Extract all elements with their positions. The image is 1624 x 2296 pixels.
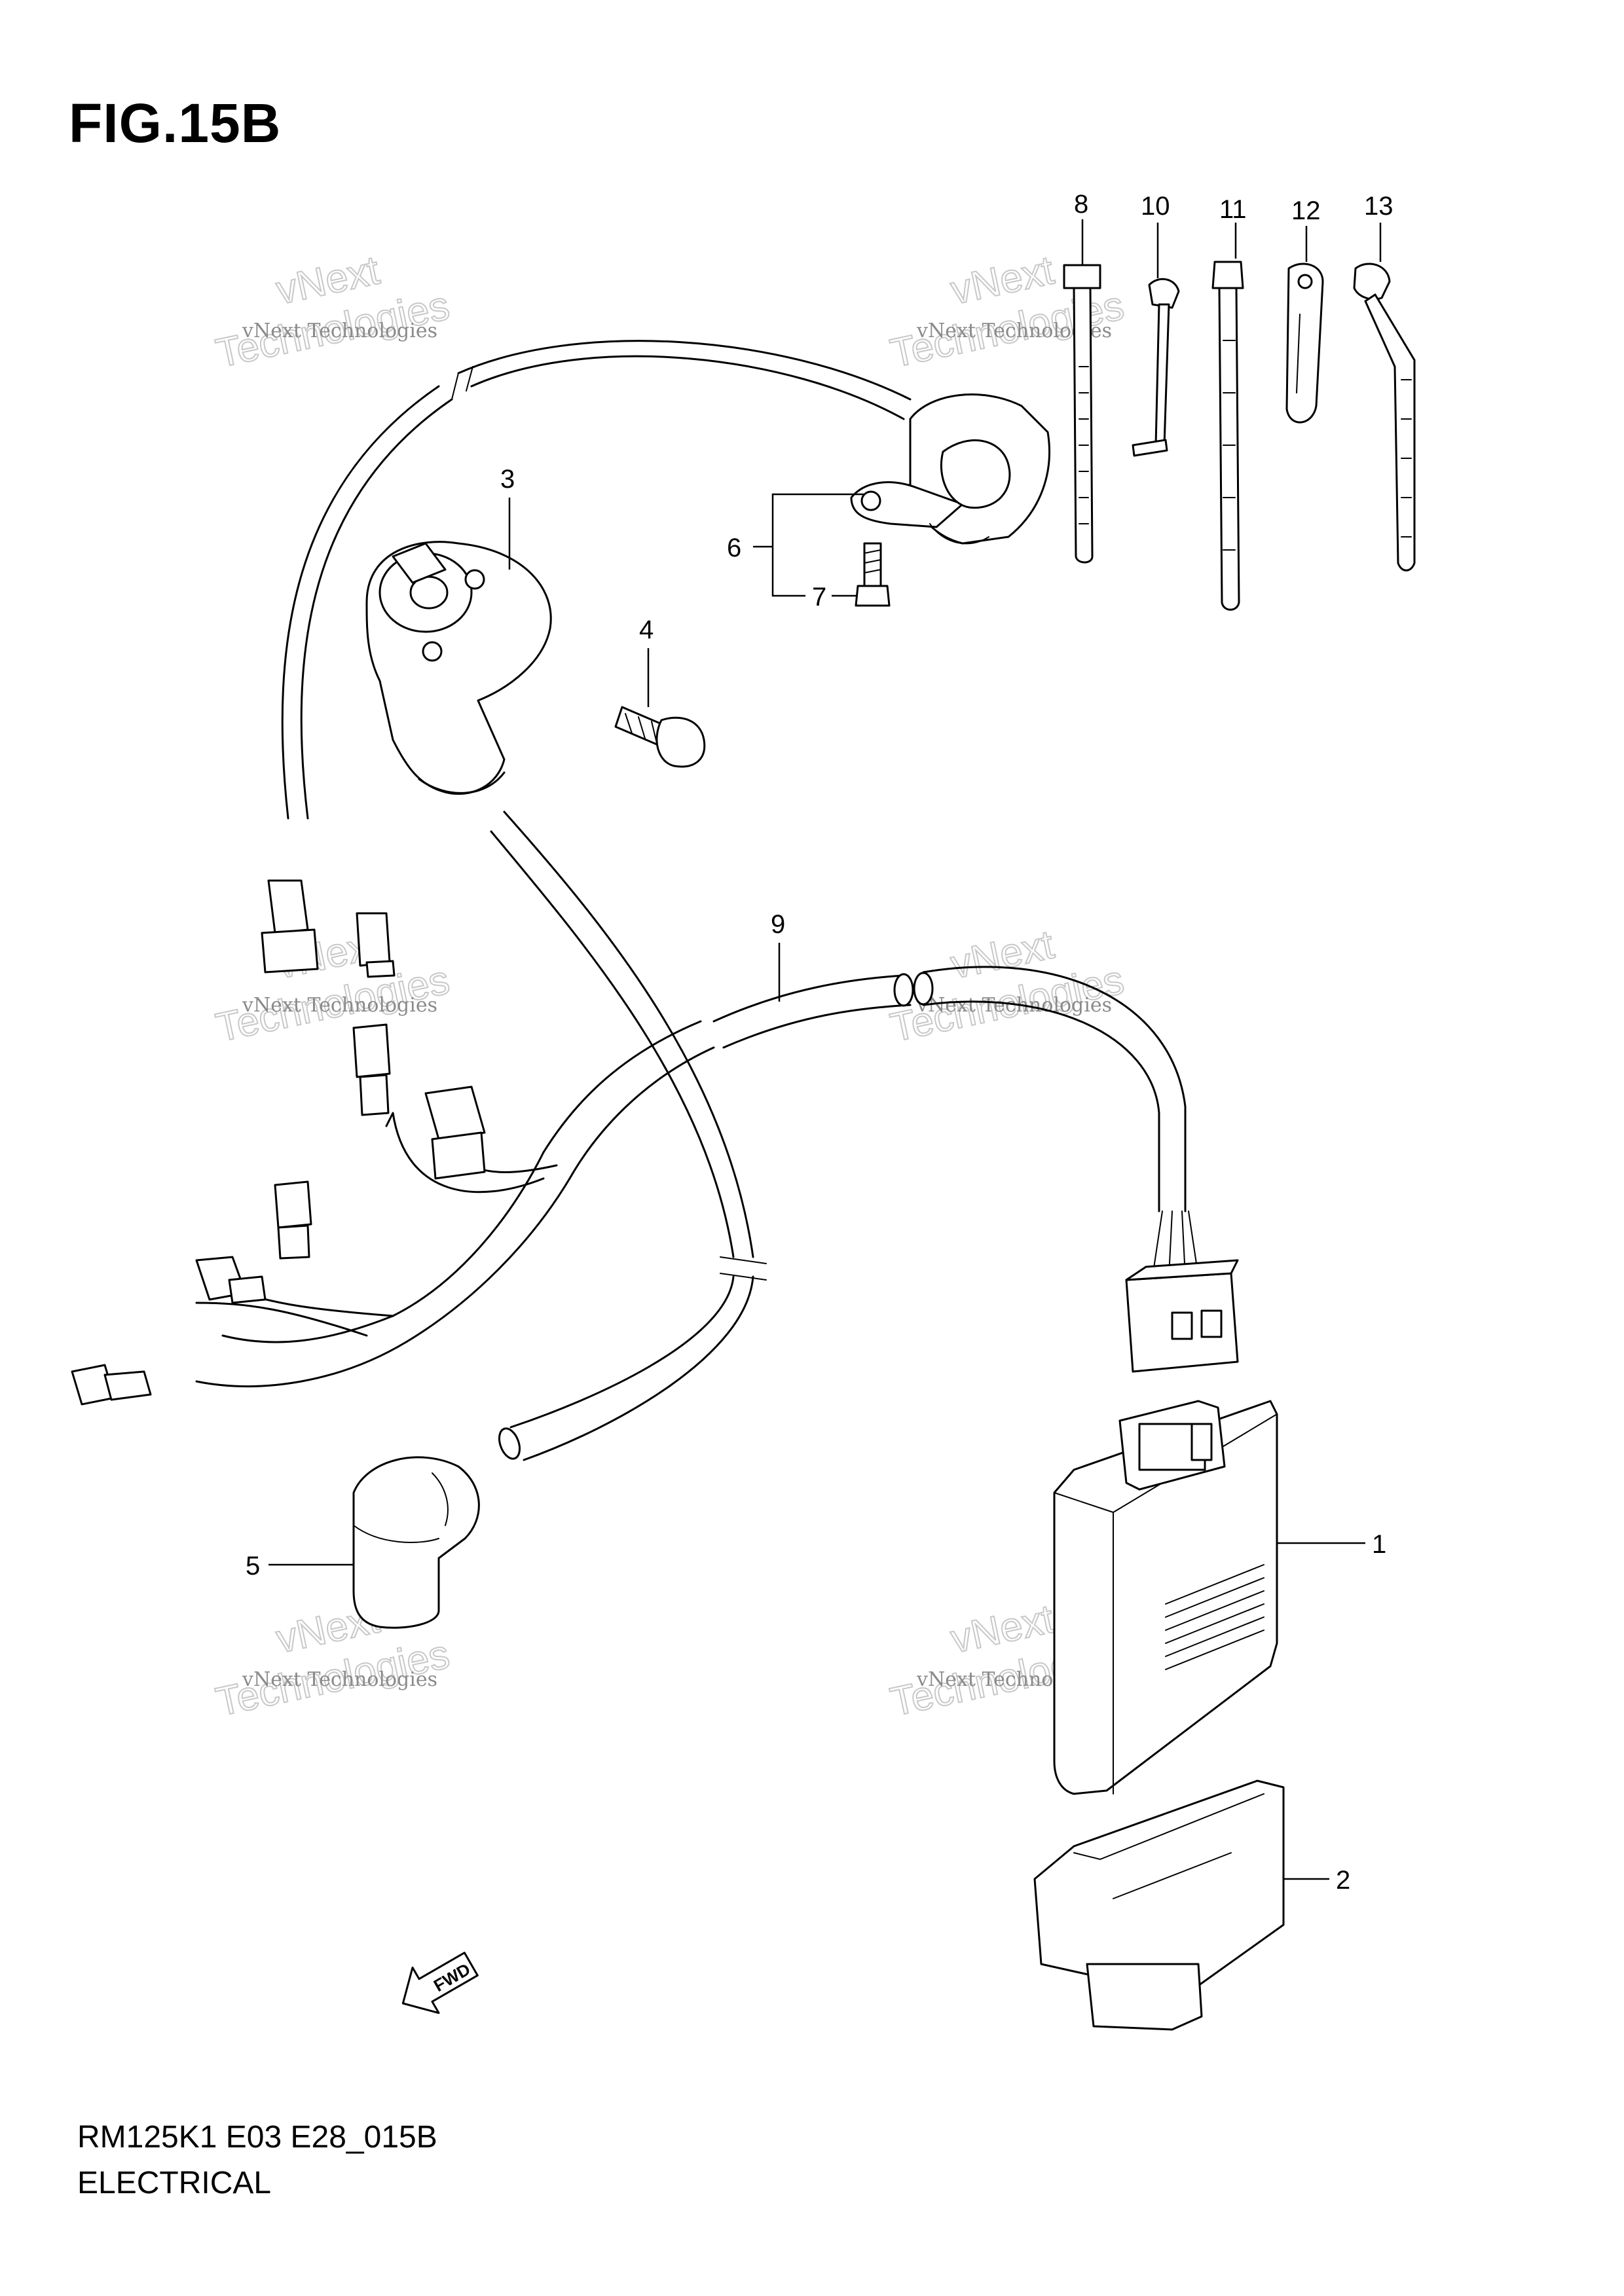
callout-labels: 1 2 3 4 5 6 7 8 9 10 11 12 bbox=[246, 190, 1393, 1895]
cdi-holder bbox=[1033, 1779, 1285, 2031]
coil-bolt bbox=[614, 706, 706, 768]
callout-4: 4 bbox=[639, 615, 654, 644]
callout-13: 13 bbox=[1364, 192, 1393, 221]
callout-1: 1 bbox=[1372, 1530, 1386, 1559]
wire-harness bbox=[195, 340, 1187, 1461]
cdi-unit bbox=[1053, 1400, 1278, 1795]
callout-8: 8 bbox=[1074, 190, 1088, 219]
callout-2: 2 bbox=[1336, 1866, 1350, 1895]
callout-5: 5 bbox=[246, 1552, 260, 1580]
callout-12: 12 bbox=[1291, 196, 1321, 225]
callout-9: 9 bbox=[771, 910, 785, 939]
watermark: Technologies vNext vNext Technologies bbox=[212, 247, 454, 377]
callout-3: 3 bbox=[500, 465, 515, 494]
cable-tie-12 bbox=[1285, 263, 1324, 424]
watermark: Technologies vNext vNext Technologies bbox=[212, 921, 454, 1051]
spark-plug-cap bbox=[352, 1456, 480, 1629]
svg-text:vNext Technologies: vNext Technologies bbox=[242, 1668, 437, 1691]
svg-text:vNext Technologies: vNext Technologies bbox=[916, 994, 1112, 1017]
model-code: RM125K1 E03 E28_015B bbox=[77, 2120, 437, 2155]
cdi-vent-grid bbox=[1165, 1564, 1264, 1670]
cable-tie-11 bbox=[1211, 261, 1244, 611]
fwd-arrow-icon: FWD bbox=[401, 1952, 479, 2014]
kill-switch bbox=[850, 393, 1050, 545]
callout-6: 6 bbox=[727, 534, 741, 562]
cable-tie-10 bbox=[1132, 278, 1180, 457]
svg-text:vNext Technologies: vNext Technologies bbox=[242, 994, 437, 1017]
cable-tie-8 bbox=[1063, 264, 1101, 564]
harness-connectors bbox=[71, 879, 486, 1406]
svg-text:vNext Technologies: vNext Technologies bbox=[242, 319, 437, 342]
kill-switch-screw bbox=[855, 542, 891, 607]
callout-7: 7 bbox=[812, 583, 826, 611]
callout-10: 10 bbox=[1141, 192, 1170, 221]
figure-title: FIG.15B bbox=[69, 92, 282, 154]
callout-11: 11 bbox=[1219, 195, 1247, 224]
cable-tie-13 bbox=[1353, 263, 1416, 572]
section-name: ELECTRICAL bbox=[77, 2166, 272, 2200]
harness-end-connector bbox=[1125, 1211, 1239, 1373]
ignition-coil bbox=[365, 541, 552, 795]
